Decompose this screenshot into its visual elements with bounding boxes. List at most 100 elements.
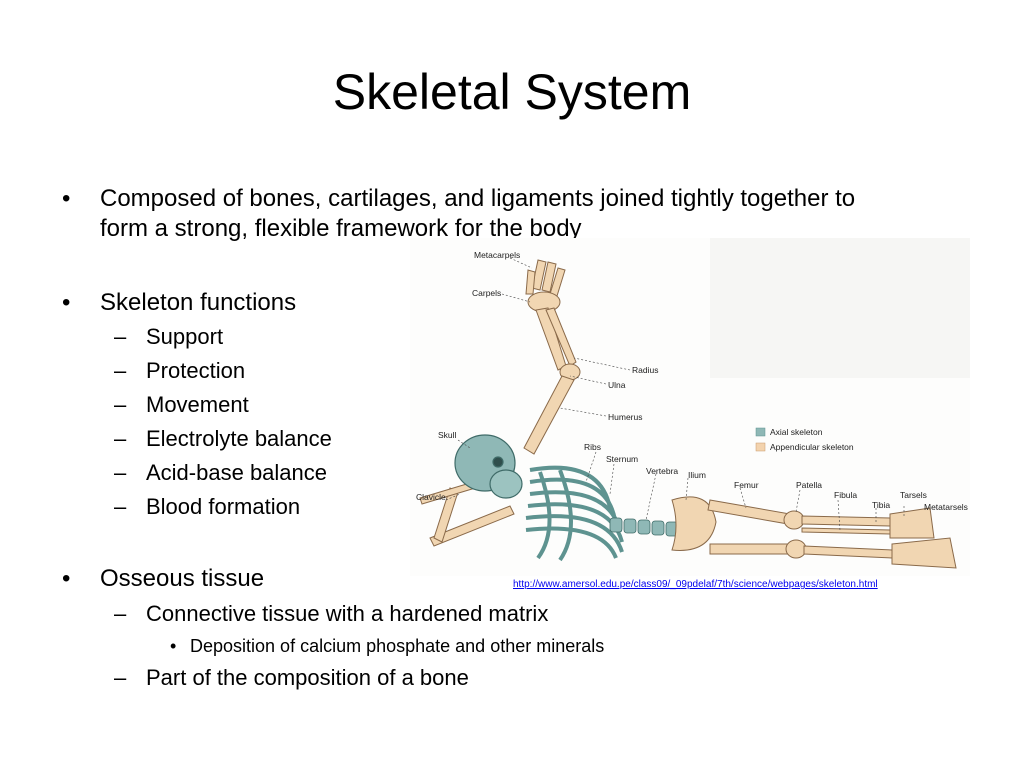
legend-swatch-axial (755, 427, 766, 437)
jaw (489, 469, 523, 499)
dash-marker: – (114, 665, 127, 690)
leader-line (501, 293, 531, 303)
source-link[interactable]: http://www.amersol.edu.pe/class09/_09pde… (513, 579, 878, 590)
lower-arm-bone (429, 505, 515, 547)
vertebra (637, 519, 651, 535)
function-item: – Protection (114, 357, 246, 385)
function-item: – Support (114, 323, 224, 351)
rib (525, 526, 618, 559)
leader-line (585, 451, 597, 483)
patella-bone (783, 510, 805, 530)
function-label: Acid-base balance (146, 460, 328, 485)
ulna-bone (545, 307, 577, 367)
legend-label-appendicular: Appendicular skeleton (770, 442, 854, 452)
femur-bone (709, 543, 791, 555)
osseous-sub-item: – Connective tissue with a hardened matr… (114, 600, 549, 628)
function-label: Movement (146, 392, 249, 417)
vertebra (623, 518, 637, 534)
label-ribs: Ribs (584, 442, 601, 452)
legend-label-axial: Axial skeleton (770, 427, 823, 437)
finger-bone (525, 269, 536, 295)
function-label: Electrolyte balance (146, 426, 332, 451)
spine (609, 517, 679, 537)
leader-line (509, 257, 533, 269)
label-radius: Radius (632, 365, 658, 375)
vertebra (651, 520, 665, 536)
label-ulna: Ulna (608, 380, 626, 390)
skull (454, 434, 523, 499)
label-metacarpels: Metacarpels (474, 250, 520, 260)
label-humerus: Humerus (608, 412, 642, 422)
bullet-text: Skeleton functions (100, 289, 297, 316)
leader-line (739, 487, 747, 509)
rib-cage (525, 465, 624, 562)
bullet-skeleton-functions: • Skeleton functions (62, 288, 297, 318)
label-patella: Patella (796, 480, 822, 490)
function-label: Blood formation (146, 494, 301, 519)
pelvis (671, 496, 717, 551)
leader-line (837, 499, 841, 531)
osseous-sub-sub-item: • Deposition of calcium phosphate and ot… (170, 634, 605, 658)
foot-bones (889, 507, 935, 539)
label-tarsels: Tarsels (900, 490, 927, 500)
rib (558, 469, 573, 562)
sub-sub-item-label: Deposition of calcium phosphate and othe… (190, 636, 605, 656)
function-item: – Acid-base balance (114, 459, 328, 487)
bullet-marker: • (62, 565, 71, 592)
label-clavicle: Clavicle (416, 492, 446, 502)
function-item: – Blood formation (114, 493, 301, 521)
humerus-bone (523, 375, 575, 455)
sub-item-label: Connective tissue with a hardened matrix (146, 601, 549, 626)
figure-legend: Axial skeleton Appendicular skeleton (755, 427, 854, 452)
label-tibia: Tibia (872, 500, 890, 510)
bullet-composition: • Composed of bones, cartilages, and lig… (62, 184, 880, 244)
rib (529, 477, 617, 521)
skeleton-drawing: Metacarpels Carpels Radius Ulna Humerus … (410, 238, 970, 576)
sub-item-label: Part of the composition of a bone (146, 665, 469, 690)
ilium-bone (671, 496, 717, 551)
dash-marker: – (114, 601, 127, 626)
bullet-osseous-tissue: • Osseous tissue (62, 564, 265, 594)
label-femur: Femur (734, 480, 759, 490)
leader-lines (445, 257, 905, 531)
rib (527, 502, 624, 543)
function-label: Protection (146, 358, 246, 383)
dash-marker: – (114, 358, 127, 383)
background-shade (710, 238, 970, 378)
label-skull: Skull (438, 430, 457, 440)
knee-joint (785, 539, 807, 559)
label-carpels: Carpels (472, 288, 501, 298)
label-metatarsels: Metatarsels (924, 502, 968, 512)
leader-line (609, 463, 615, 495)
vertebra (609, 517, 623, 533)
dash-marker: – (114, 392, 127, 417)
label-ilium: Ilium (688, 470, 706, 480)
leader-line (457, 439, 471, 449)
osseous-sub-item: – Part of the composition of a bone (114, 664, 469, 692)
skeleton-illustration: Metacarpels Carpels Radius Ulna Humerus … (410, 238, 970, 576)
rib (525, 514, 624, 553)
function-label: Support (146, 324, 224, 349)
dash-marker: – (114, 494, 127, 519)
function-item: – Movement (114, 391, 249, 419)
finger-bone (541, 261, 557, 293)
leg-bones (707, 499, 957, 569)
arm-bones (523, 259, 581, 455)
bullet-marker: • (62, 185, 71, 212)
slide-title: Skeletal System (332, 64, 692, 120)
eye-socket (492, 456, 504, 468)
leader-line (445, 493, 461, 501)
bullet-text: Osseous tissue (100, 565, 265, 592)
dash-marker: – (114, 460, 127, 485)
function-item: – Electrolyte balance (114, 425, 332, 453)
bullet-marker: • (62, 289, 71, 316)
legend-swatch-appendicular (755, 442, 766, 452)
bullet-marker: • (170, 636, 177, 656)
rib (536, 471, 552, 560)
foot-bones (891, 537, 957, 569)
label-fibula: Fibula (834, 490, 857, 500)
bullet-text: Composed of bones, cartilages, and ligam… (100, 185, 856, 242)
dash-marker: – (114, 324, 127, 349)
label-sternum: Sternum (606, 454, 638, 464)
